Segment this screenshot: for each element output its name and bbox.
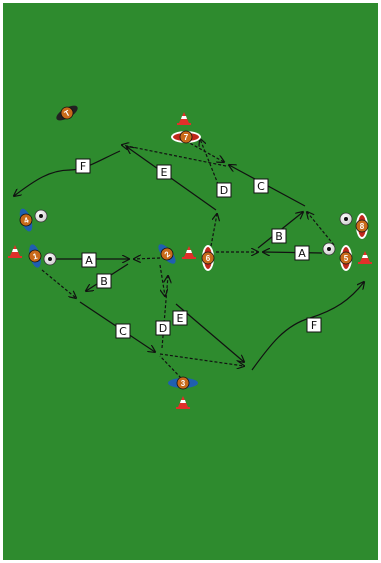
- svg-text:3: 3: [181, 379, 186, 388]
- svg-text:B: B: [100, 275, 108, 288]
- training-cone-icon: [182, 246, 196, 259]
- svg-text:F: F: [311, 319, 317, 332]
- arrow-icon: [307, 212, 335, 246]
- soccer-ball-icon: [43, 252, 57, 266]
- arrow-icon: [14, 150, 121, 196]
- soccer-ball-icon: [339, 212, 353, 226]
- svg-text:D: D: [159, 322, 167, 335]
- label-c-right: C: [253, 178, 269, 194]
- player-marker-icon: 4: [19, 208, 33, 232]
- cones: [8, 112, 372, 409]
- player-marker-icon: 8: [355, 213, 369, 239]
- label-d-center: D: [155, 320, 171, 336]
- svg-text:1: 1: [32, 251, 39, 261]
- training-cone-icon: [358, 251, 372, 264]
- soccer-ball-icon: [322, 242, 336, 256]
- label-e-center: E: [172, 310, 188, 326]
- svg-text:A: A: [298, 247, 306, 260]
- svg-text:2: 2: [163, 249, 173, 259]
- arrow-icon: [41, 269, 76, 298]
- svg-text:6: 6: [206, 254, 211, 263]
- svg-text:4: 4: [23, 215, 31, 225]
- svg-text:C: C: [257, 180, 265, 193]
- player-marker-icon: 2: [158, 244, 176, 264]
- svg-text:E: E: [161, 166, 168, 179]
- svg-text:7: 7: [184, 133, 189, 142]
- arrow-icon: [122, 145, 227, 167]
- svg-text:8: 8: [360, 222, 365, 231]
- label-d-right: D: [216, 182, 232, 198]
- arrow-icon: [210, 214, 217, 247]
- svg-text:T: T: [63, 108, 72, 118]
- svg-text:5: 5: [344, 254, 349, 263]
- player-marker-icon: 6: [201, 245, 215, 271]
- arrow-icon: [159, 353, 244, 366]
- svg-text:B: B: [275, 230, 283, 243]
- label-f-right: F: [306, 317, 322, 333]
- arrow-icon: [159, 264, 165, 296]
- arrow-icon: [134, 258, 161, 259]
- label-a-left: A: [81, 252, 97, 268]
- training-cone-icon: [177, 112, 191, 125]
- label-e-top: E: [156, 164, 172, 180]
- move-labels: A B C D E F A B C D E F: [75, 158, 322, 339]
- svg-text:A: A: [85, 254, 93, 267]
- player-marker-icon: 3: [168, 376, 198, 390]
- arrow-icon: [159, 355, 182, 379]
- label-a-right: A: [294, 245, 310, 261]
- svg-text:D: D: [220, 184, 228, 197]
- arrow-icon: [185, 140, 224, 162]
- player-marker-icon: 1: [28, 244, 42, 268]
- label-b-left: B: [96, 273, 112, 289]
- svg-text:F: F: [80, 160, 86, 173]
- label-c-left: C: [115, 323, 131, 339]
- label-b-right: B: [271, 228, 287, 244]
- label-f-left: F: [75, 158, 91, 174]
- svg-text:C: C: [119, 325, 127, 338]
- player-marker-icon: 7: [171, 130, 201, 144]
- svg-text:E: E: [177, 312, 184, 325]
- arrow-icon: [161, 276, 168, 349]
- balls: [34, 209, 353, 266]
- coach-marker: T: [56, 105, 78, 121]
- soccer-ball-icon: [34, 209, 48, 223]
- player-marker-icon: 5: [339, 245, 353, 271]
- training-cone-icon: [176, 396, 190, 409]
- arrow-icon: [263, 252, 323, 253]
- training-cone-icon: [8, 245, 22, 258]
